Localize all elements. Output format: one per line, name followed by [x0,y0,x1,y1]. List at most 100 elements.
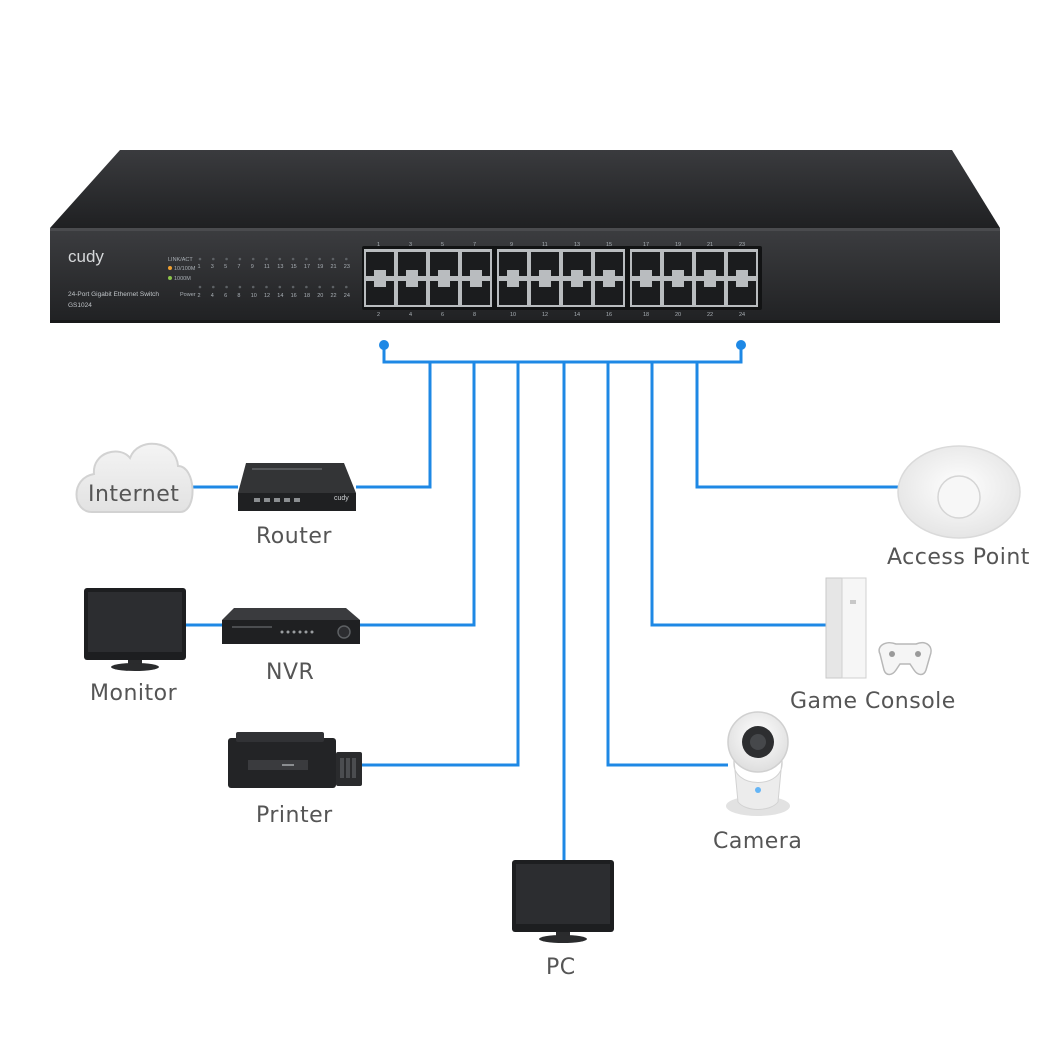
led-odd-21 [331,257,335,261]
port-number-7: 7 [473,242,476,248]
led-number-5: 5 [224,264,227,270]
port-latch-13 [571,270,583,276]
led-number-19: 19 [317,264,323,270]
port-latch-17 [640,270,652,276]
link-camera [606,362,728,767]
connection-lines [186,340,900,862]
port-latch-11 [539,270,551,276]
port-number-23: 23 [739,242,745,248]
internet-cloud: Internet [75,442,194,513]
led-legend-1000m: 1000M [174,276,191,282]
router-brand-logo: cudy [334,495,349,502]
led-number-21: 21 [331,264,337,270]
led-even-10 [251,285,255,289]
led-odd-19 [318,257,322,261]
port-number-17: 17 [643,242,649,248]
camera-label: Camera [713,829,802,854]
led-number-16: 16 [291,293,297,299]
led-orange-indicator [168,266,172,270]
led-number-3: 3 [211,264,214,270]
port-latch-19 [672,270,684,276]
port-number-14: 14 [574,312,580,318]
pc-label: PC [546,955,576,980]
led-number-9: 9 [251,264,254,270]
port-number-2: 2 [377,312,380,318]
led-number-14: 14 [277,293,283,299]
led-odd-5 [225,257,228,261]
access-point-device: Access Point [887,445,1030,570]
port-latch-3 [406,270,418,276]
port-number-5: 5 [441,242,444,248]
port-latch-6 [438,281,450,287]
port-latch-12 [539,281,551,287]
nvr-icon [222,608,360,620]
bus-end-dot-left [379,340,389,350]
port-number-24: 24 [739,312,745,318]
gamepad-icon [878,642,932,676]
network-switch: cudy 24-Port Gigabit Ethernet Switch GS1… [50,150,1000,323]
game-console-device: Game Console [790,577,955,714]
led-number-17: 17 [304,264,310,270]
port-number-3: 3 [409,242,412,248]
port-number-19: 19 [675,242,681,248]
pc-device: PC [512,860,614,980]
nvr-label: NVR [266,660,314,685]
bus-line [382,345,743,364]
port-latch-10 [507,281,519,287]
switch-brand-logo: cudy [68,247,104,266]
led-odd-17 [305,257,308,261]
port-latch-21 [704,270,716,276]
led-number-15: 15 [291,264,297,270]
port-number-21: 21 [707,242,713,248]
port-number-4: 4 [409,312,412,318]
led-odd-1 [198,257,202,261]
led-number-10: 10 [251,293,257,299]
port-number-12: 12 [542,312,548,318]
led-number-6: 6 [224,293,227,299]
internet-label: Internet [88,482,179,507]
monitor-label: Monitor [90,681,178,706]
led-even-24 [345,285,348,289]
port-latch-23 [736,270,748,276]
led-number-22: 22 [331,293,337,299]
port-number-15: 15 [606,242,612,248]
led-even-6 [225,285,228,289]
port-number-11: 11 [542,242,548,248]
led-number-1: 1 [198,264,201,270]
power-label: Power [180,292,196,298]
led-odd-13 [278,257,282,261]
router-label: Router [256,524,332,549]
port-number-16: 16 [606,312,612,318]
port-latch-14 [571,281,583,287]
link-game-console [650,362,826,627]
port-number-10: 10 [510,312,516,318]
led-odd-9 [251,257,255,261]
port-latch-18 [640,281,652,287]
access-point-label: Access Point [887,545,1030,570]
port-number-22: 22 [707,312,713,318]
led-number-4: 4 [211,293,214,299]
led-legend-10-100m: 10/100M [174,266,196,272]
port-latch-9 [507,270,519,276]
port-number-18: 18 [643,312,649,318]
port-number-6: 6 [441,312,444,318]
switch-top-panel [50,150,1000,228]
printer-label: Printer [256,803,333,828]
port-number-1: 1 [377,242,380,248]
led-number-23: 23 [344,264,350,270]
led-number-13: 13 [277,264,283,270]
switch-model-name: 24-Port Gigabit Ethernet Switch [68,291,159,298]
led-odd-7 [238,257,242,261]
led-number-2: 2 [198,293,201,299]
port-latch-1 [374,270,386,276]
led-even-20 [318,285,322,289]
port-latch-22 [704,281,716,287]
led-even-12 [265,285,268,289]
led-number-11: 11 [264,264,270,270]
port-number-8: 8 [473,312,476,318]
led-number-8: 8 [237,293,240,299]
led-even-14 [278,285,282,289]
